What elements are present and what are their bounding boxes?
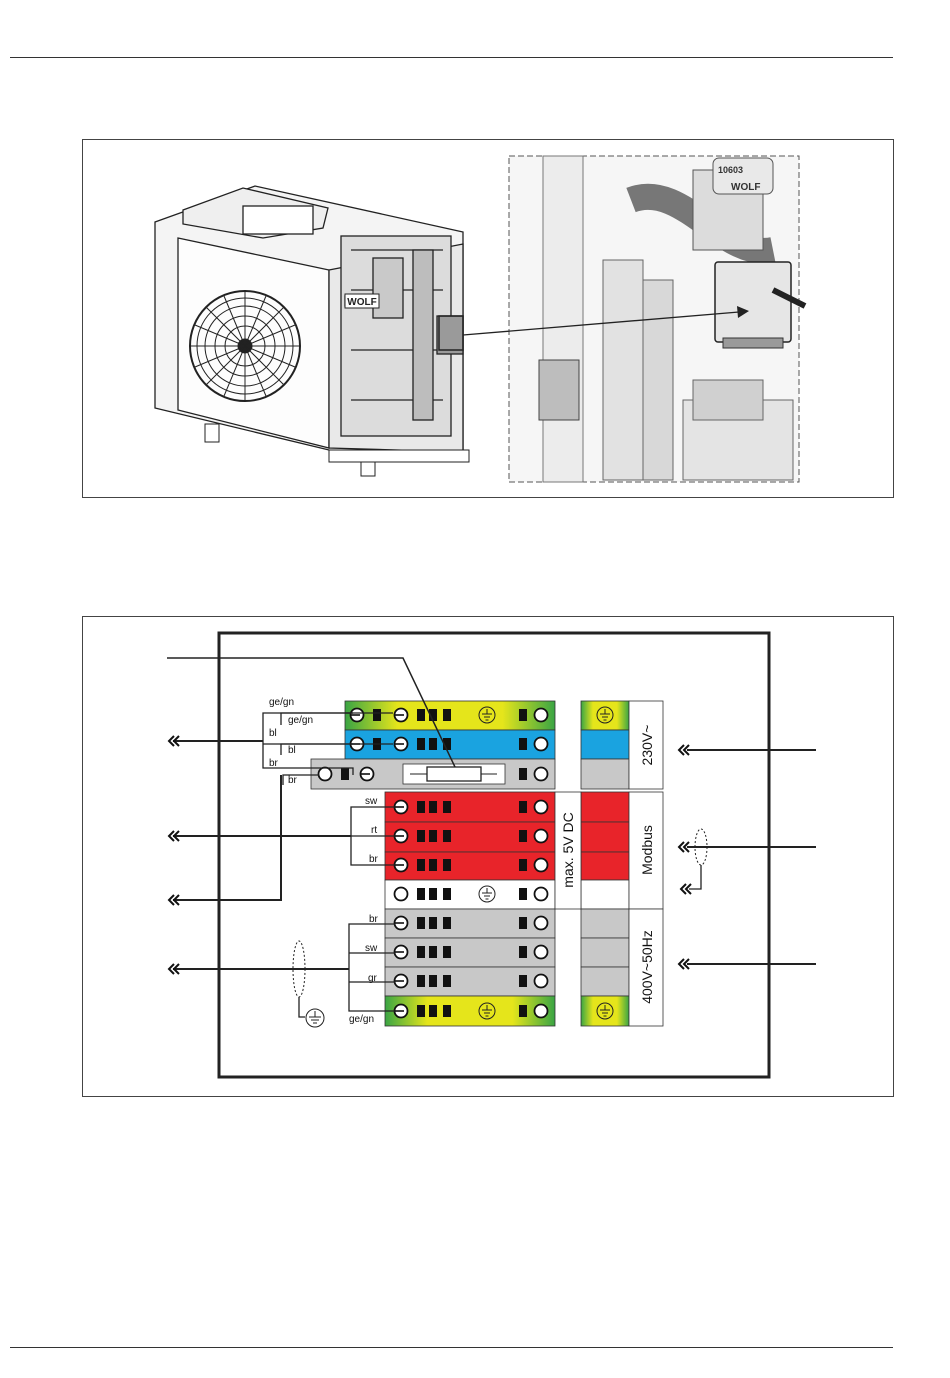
terminal-screw-icon <box>535 946 548 959</box>
terminal-screw-icon <box>395 888 408 901</box>
row-shield <box>385 880 555 909</box>
terminal-clamp <box>443 1005 451 1017</box>
terminal-clamp <box>429 975 437 987</box>
label-modbus: Modbus <box>639 825 655 875</box>
row-signal-br <box>385 852 555 880</box>
wire-label-br-signal: br <box>369 854 379 865</box>
wire-label-br-1: br <box>269 758 279 769</box>
right-phase <box>581 759 629 789</box>
wire-label-gegn-power: ge/gn <box>349 1014 374 1025</box>
wire-label-gegn-1: ge/gn <box>269 697 294 708</box>
terminal-clamp <box>373 709 381 721</box>
terminal-clamp <box>443 830 451 842</box>
terminal-clamp <box>429 859 437 871</box>
terminal-screw-icon <box>535 738 548 751</box>
terminal-screw-icon <box>535 859 548 872</box>
terminal-clamp <box>443 888 451 900</box>
terminal-clamp <box>429 917 437 929</box>
terminal-clamp <box>519 946 527 958</box>
right-earth-top <box>581 701 629 730</box>
wire-label-br-2: br <box>288 775 298 786</box>
bottom-rule <box>10 1347 893 1348</box>
terminal-clamp <box>417 801 425 813</box>
terminal-clamp <box>417 888 425 900</box>
terminal-screw-icon <box>319 768 332 781</box>
terminal-clamp <box>443 859 451 871</box>
terminal-clamp <box>417 859 425 871</box>
terminal-screw-icon <box>535 975 548 988</box>
terminal-clamp <box>443 709 451 721</box>
terminal-clamp <box>417 917 425 929</box>
terminal-screw-icon <box>535 830 548 843</box>
terminal-clamp <box>519 859 527 871</box>
terminal-clamp <box>417 738 425 750</box>
terminal-screw-icon <box>535 768 548 781</box>
terminal-screw-icon <box>535 917 548 930</box>
terminal-clamp <box>429 738 437 750</box>
label-230v: 230V~ <box>639 725 655 766</box>
terminal-clamp <box>519 1005 527 1017</box>
row-power-br <box>385 909 555 938</box>
row-signal-sw <box>385 792 555 822</box>
terminal-clamp <box>443 946 451 958</box>
figure-heat-pump-overview: WOLF WOLF 10603 <box>82 139 894 498</box>
detail-logo: WOLF <box>731 182 760 193</box>
terminal-clamp <box>443 975 451 987</box>
fan-icon <box>190 291 300 401</box>
terminal-clamp <box>417 709 425 721</box>
label-max-5v-dc: max. 5V DC <box>560 812 576 887</box>
row-signal-rt <box>385 822 555 852</box>
terminal-clamp <box>417 946 425 958</box>
terminal-screw-icon <box>535 801 548 814</box>
wire-label-bl-2: bl <box>288 745 296 756</box>
terminal-clamp <box>519 917 527 929</box>
terminal-clamp <box>417 1005 425 1017</box>
terminal-screw-icon <box>535 1005 548 1018</box>
row-power-sw <box>385 938 555 967</box>
terminal-clamp <box>443 917 451 929</box>
unit-logo: WOLF <box>347 297 376 308</box>
terminal-clamp <box>341 768 349 780</box>
right-neutral <box>581 730 629 759</box>
label-400v: 400V~50Hz <box>639 930 655 1004</box>
heat-pump-illustration: WOLF WOLF 10603 <box>83 140 893 497</box>
terminal-clamp <box>519 709 527 721</box>
terminal-clamp <box>429 801 437 813</box>
terminal-clamp <box>429 830 437 842</box>
terminal-clamp <box>519 738 527 750</box>
top-rule <box>10 57 893 58</box>
figure-wiring-diagram: 230V~ Modbus 400V~50Hz max. 5V DC ge/gn … <box>82 616 894 1097</box>
terminal-clamp <box>519 830 527 842</box>
terminal-clamp <box>519 975 527 987</box>
wire-label-br-power: br <box>369 914 379 925</box>
wire-label-bl-1: bl <box>269 728 277 739</box>
terminal-screw-icon <box>535 888 548 901</box>
wire-label-sw-power: sw <box>365 943 378 954</box>
terminal-clamp <box>417 830 425 842</box>
row-power-gr <box>385 967 555 996</box>
terminal-clamp <box>429 888 437 900</box>
outdoor-unit <box>155 186 463 452</box>
terminal-clamp <box>429 946 437 958</box>
terminal-clamp <box>519 888 527 900</box>
row-earth-bottom <box>385 996 555 1026</box>
earth-icon <box>306 1009 324 1027</box>
junction-box <box>715 262 791 342</box>
terminal-clamp <box>417 975 425 987</box>
terminal-clamp <box>443 801 451 813</box>
wiring-diagram: 230V~ Modbus 400V~50Hz max. 5V DC ge/gn … <box>83 617 893 1096</box>
terminal-clamp <box>519 801 527 813</box>
part-number: 10603 <box>718 165 743 175</box>
terminal-screw-icon <box>535 709 548 722</box>
terminal-clamp <box>429 1005 437 1017</box>
terminal-clamp <box>519 768 527 780</box>
wire-label-rt: rt <box>371 825 377 836</box>
wire-label-gegn-2: ge/gn <box>288 715 313 726</box>
fuse-icon <box>427 767 481 781</box>
wire-label-sw: sw <box>365 796 378 807</box>
